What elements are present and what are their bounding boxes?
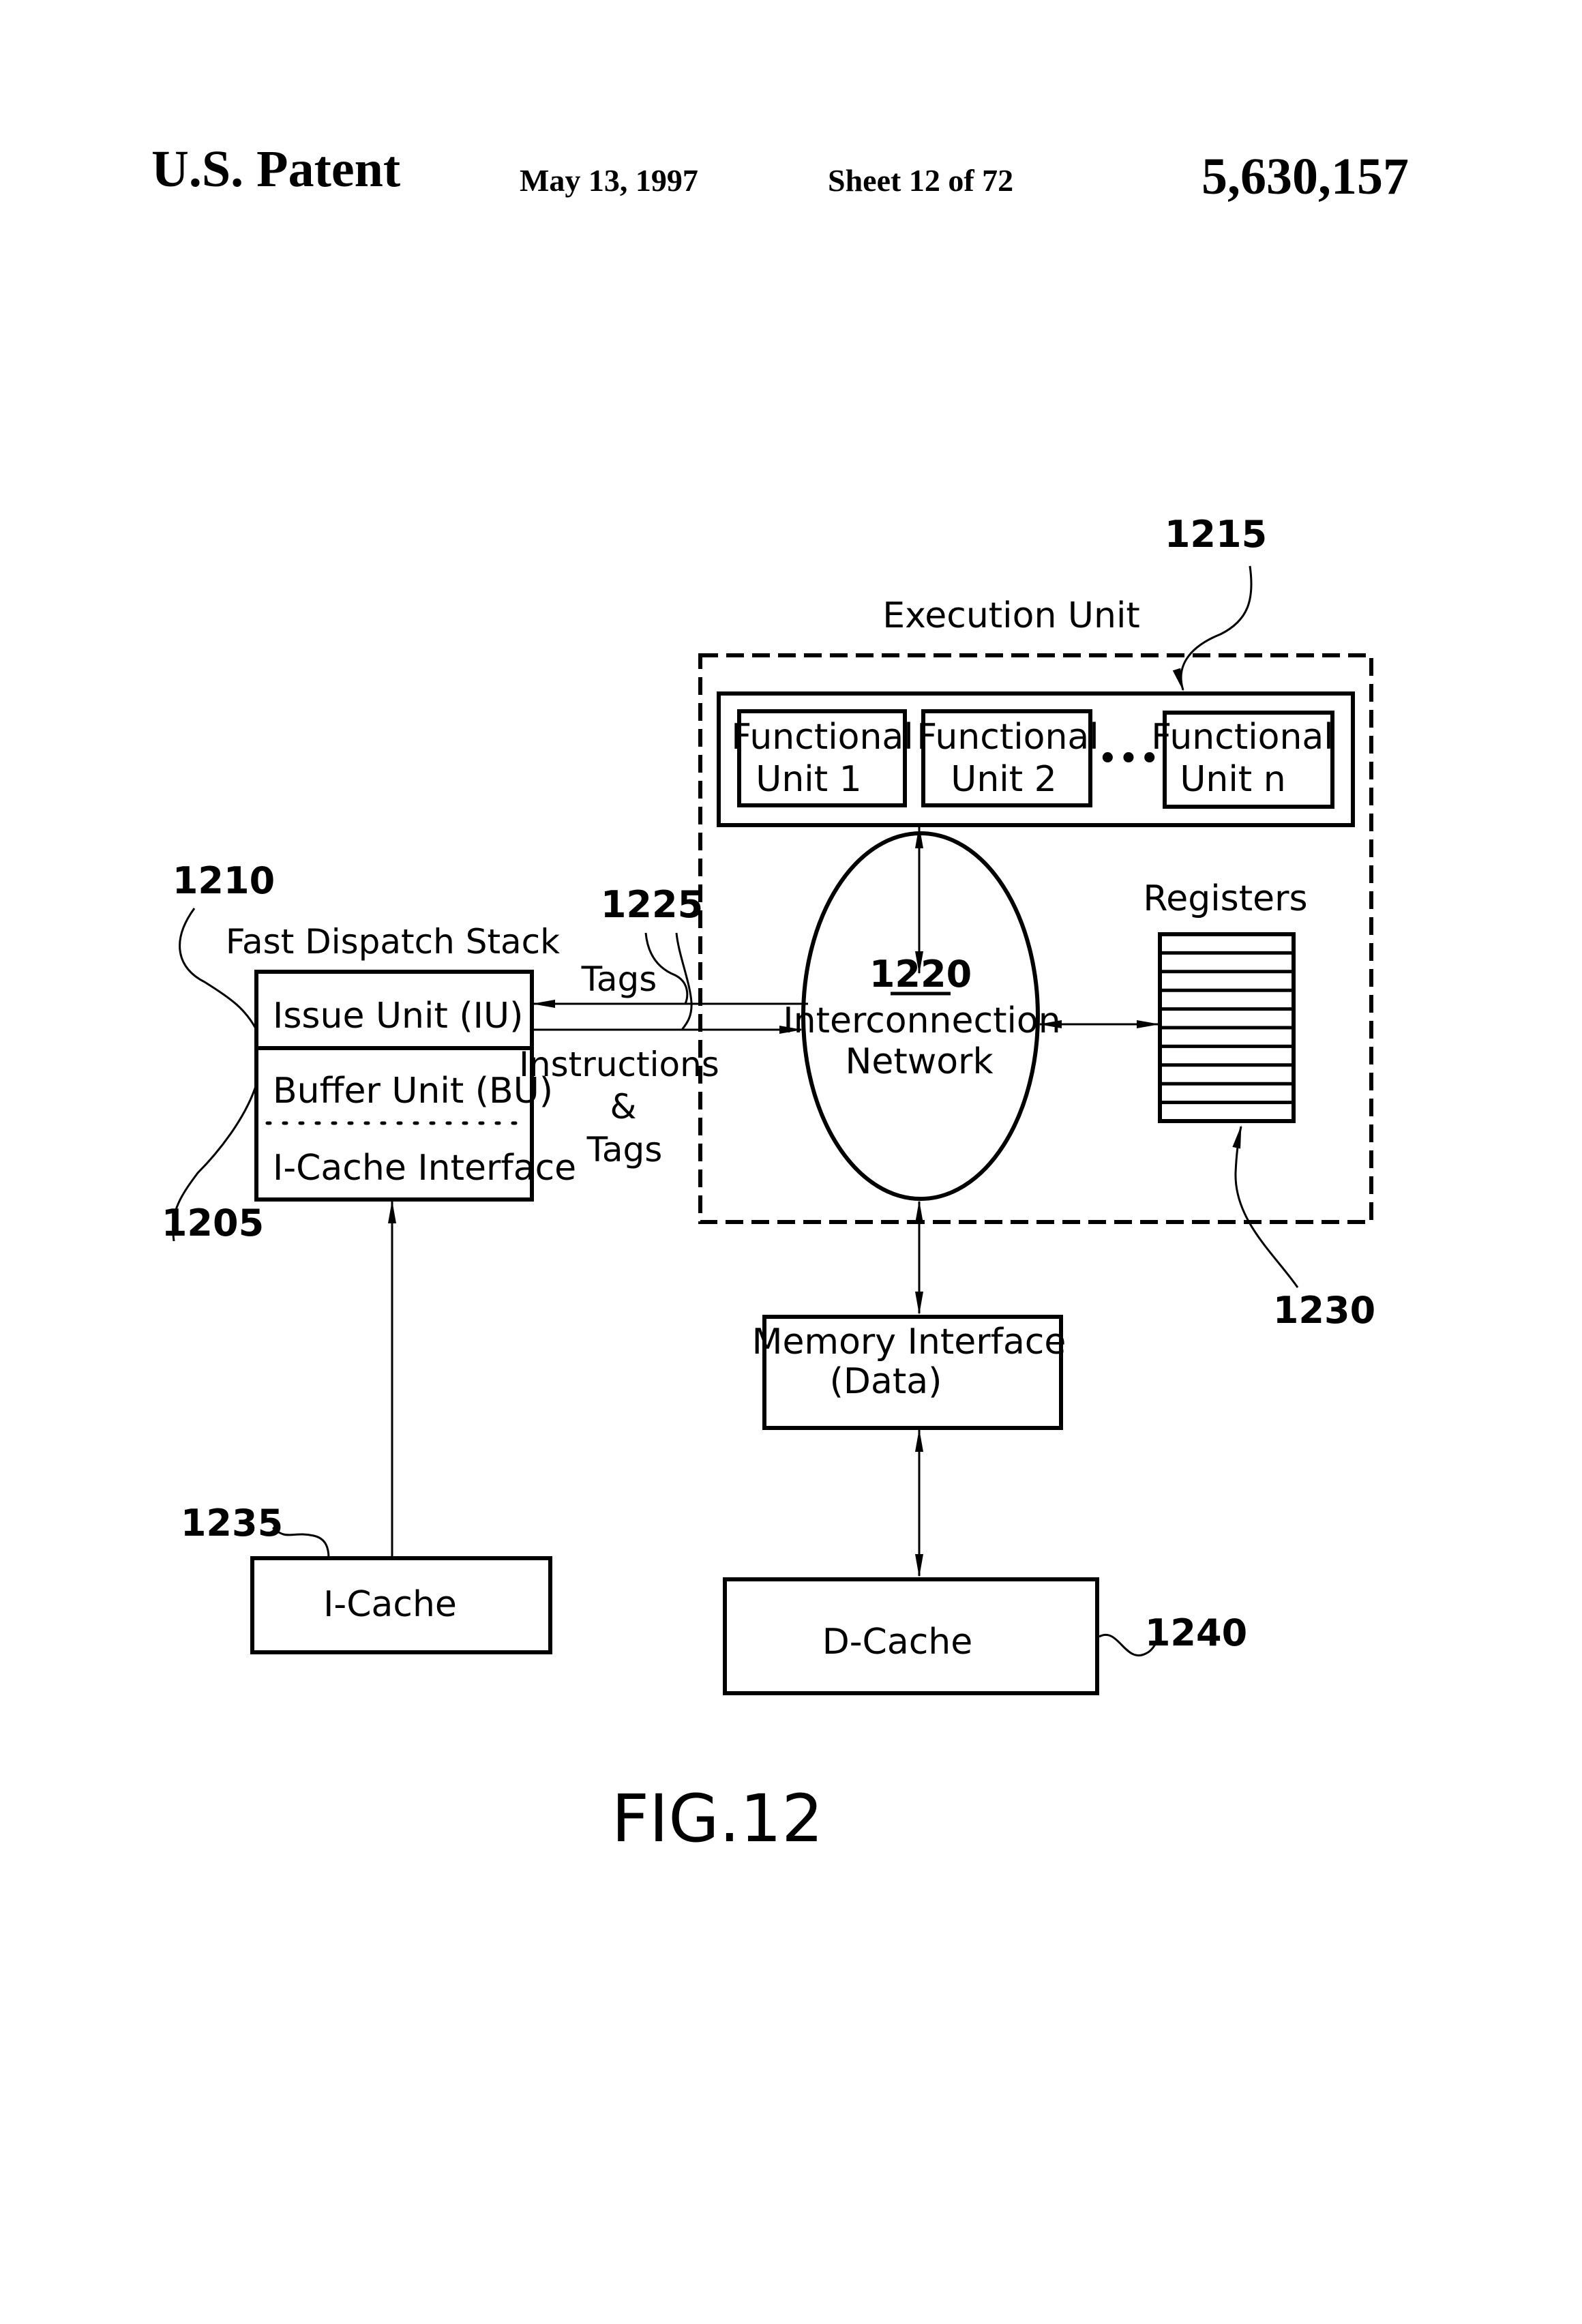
ellipsis: ••• bbox=[1097, 739, 1160, 779]
functional-unit-2: Functional Unit 2 bbox=[916, 711, 1099, 805]
ref-1215: 1215 bbox=[1165, 513, 1267, 556]
registers: Registers bbox=[1143, 878, 1307, 1121]
ref-1210: 1210 bbox=[173, 859, 275, 902]
functional-unit-n-line1: Functional bbox=[1151, 717, 1334, 758]
fast-dispatch-stack-title: Fast Dispatch Stack bbox=[226, 922, 560, 962]
functional-unit-n: Functional Unit n bbox=[1151, 713, 1334, 807]
execution-unit-title: Execution Unit bbox=[882, 595, 1140, 636]
functional-unit-1: Functional Unit 1 bbox=[731, 711, 914, 805]
memory-interface-line1: Memory Interface bbox=[752, 1322, 1066, 1362]
ref-1225: 1225 bbox=[601, 883, 703, 926]
buffer-unit: Buffer Unit (BU) bbox=[273, 1071, 553, 1112]
ref-1230: 1230 bbox=[1273, 1289, 1375, 1332]
amp-label: & bbox=[610, 1087, 637, 1127]
icache-interface: I-Cache Interface bbox=[273, 1148, 576, 1189]
instructions-label: Instructions bbox=[519, 1045, 719, 1084]
dcache: D-Cache bbox=[725, 1579, 1097, 1693]
leader-1215 bbox=[1181, 566, 1251, 690]
ref-1220: 1220 bbox=[869, 953, 972, 996]
issue-unit: Issue Unit (IU) bbox=[273, 996, 523, 1037]
interconnection-line1: Interconnection bbox=[783, 1000, 1060, 1041]
register-rows bbox=[1160, 953, 1294, 1102]
tags2-label: Tags bbox=[586, 1130, 663, 1170]
memory-interface: Memory Interface (Data) bbox=[752, 1317, 1066, 1428]
functional-unit-2-line1: Functional bbox=[916, 717, 1099, 758]
leader-1230 bbox=[1236, 1127, 1298, 1287]
icache: I-Cache bbox=[252, 1558, 550, 1652]
memory-interface-line2: (Data) bbox=[830, 1361, 942, 1402]
ref-1240: 1240 bbox=[1145, 1611, 1247, 1654]
execution-unit: Execution Unit 1215 bbox=[700, 513, 1371, 1222]
icache-label: I-Cache bbox=[323, 1584, 457, 1625]
interconnection-network: 1220 Interconnection Network bbox=[783, 833, 1060, 1199]
tags-label: Tags bbox=[581, 959, 657, 999]
dcache-label: D-Cache bbox=[822, 1622, 973, 1663]
functional-unit-1-line1: Functional bbox=[731, 717, 914, 758]
figure-label: FIG.12 bbox=[612, 1781, 824, 1857]
interconnection-line2: Network bbox=[845, 1041, 993, 1082]
functional-unit-1-line2: Unit 1 bbox=[756, 759, 861, 800]
functional-unit-n-line2: Unit n bbox=[1180, 759, 1285, 800]
functional-unit-2-line2: Unit 2 bbox=[951, 759, 1056, 800]
registers-title: Registers bbox=[1143, 878, 1307, 919]
ref-1235: 1235 bbox=[181, 1502, 283, 1545]
